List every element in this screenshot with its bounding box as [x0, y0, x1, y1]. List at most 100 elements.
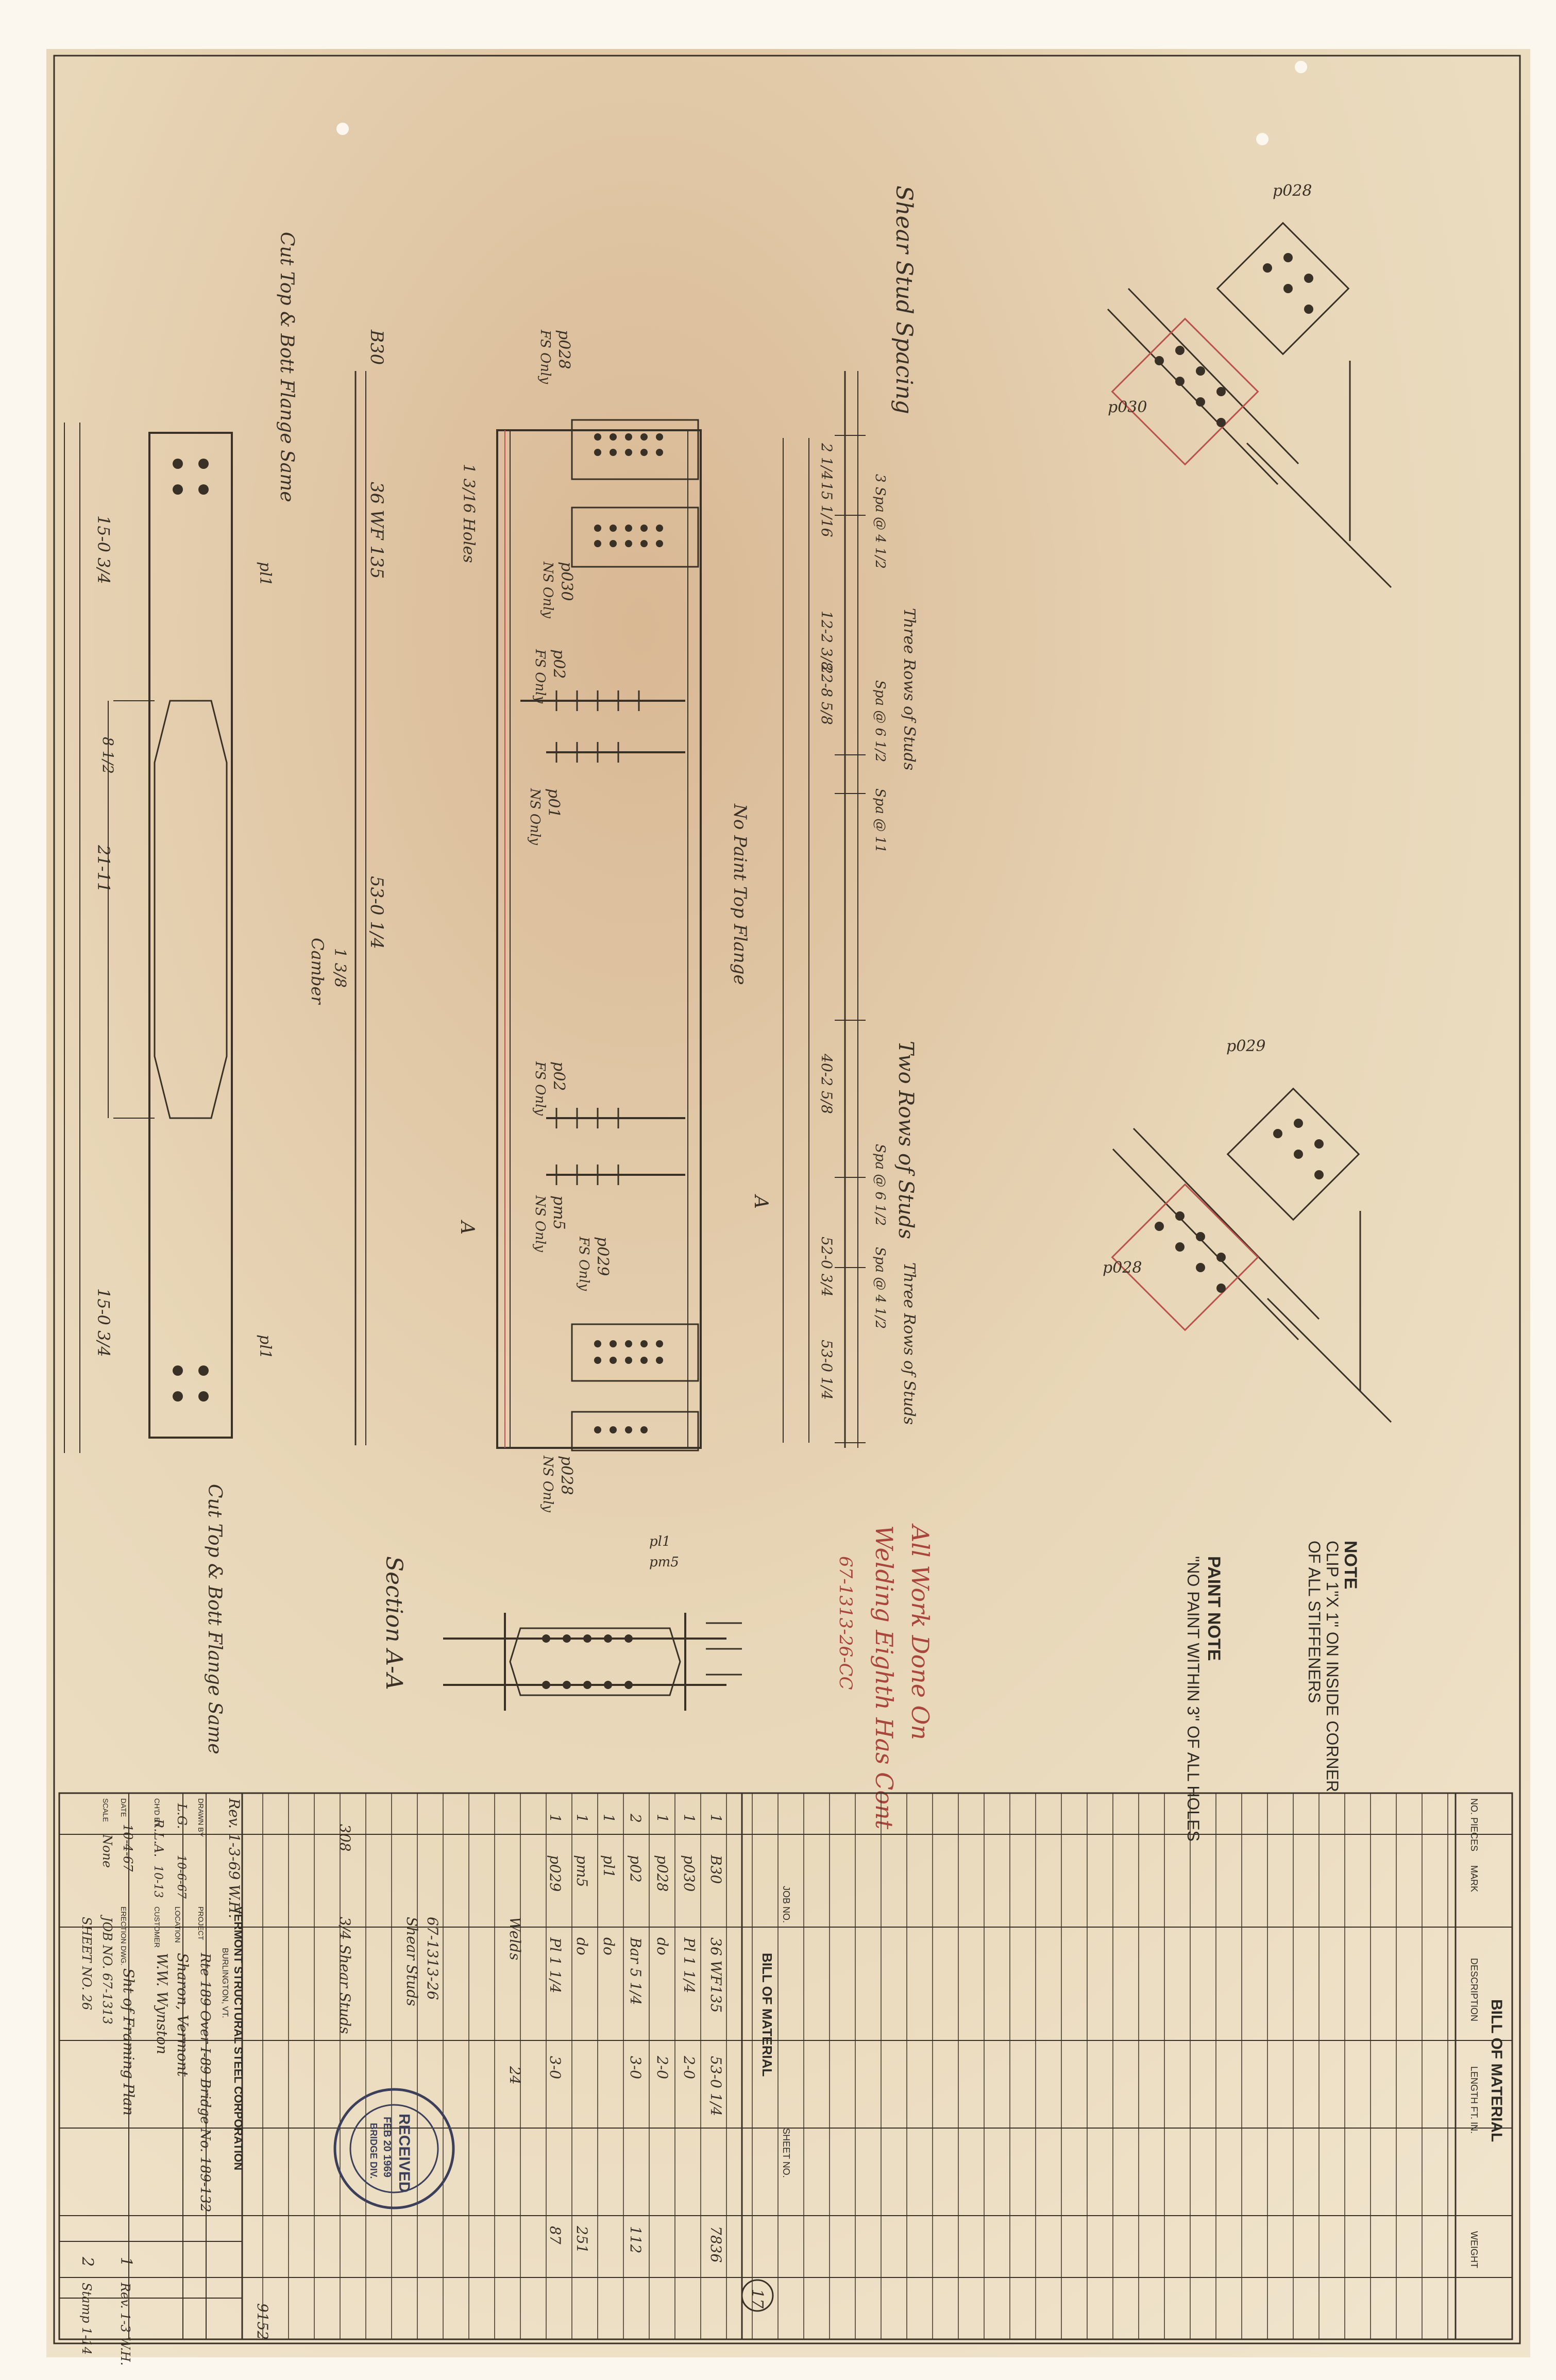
piece-p28-top-sub: FS Only: [537, 329, 553, 384]
red-note-2: Welding Eighth Has Cont: [870, 1525, 898, 1830]
section-aa-label: Section A-A: [381, 1556, 407, 1690]
bom-header-desc: DESCRIPTION: [1469, 1958, 1479, 2021]
drawing-border: [53, 55, 1521, 2344]
bom-cell-mark: p029: [547, 1855, 564, 1892]
bom-cell-wt: 251: [573, 2225, 590, 2253]
stamp-sub: BRIDGE DIV.: [368, 2123, 379, 2179]
bom-studs-ref: 67-1313-26: [424, 1917, 441, 2000]
bom-studs-label: Shear Studs: [403, 1917, 420, 2006]
stamp-date: FEB 20 1969: [381, 2117, 393, 2178]
job-number: JOB NO. 67-1313: [100, 1914, 114, 2024]
bom-header-mark: MARK: [1469, 1865, 1479, 1892]
piece-p2-b-sub: FS Only: [532, 1061, 548, 1116]
bom-cell-len: 2-0: [681, 2055, 698, 2079]
revision-note: Rev. 1-3-69 W.H.: [226, 1798, 243, 1918]
camber-label: Camber: [308, 938, 327, 1005]
note-body-1: CLIP 1"X 1" ON INSIDE CORNER: [1323, 1541, 1342, 1792]
connection-detail-upper: p030 p028: [1107, 182, 1392, 588]
piece-p1: p01: [545, 788, 563, 818]
section-arrow-a2: A: [750, 1194, 771, 1209]
bom-header-length: LENGTH FT. IN.: [1469, 2066, 1479, 2134]
bom-cell-mark: B30: [707, 1854, 724, 1884]
bom-cell-desc: Bar 5 1/4: [627, 1937, 644, 2005]
bom-cell-desc: Pl 1 1/4: [547, 1937, 564, 1993]
bottom-flange-plan: 8 1/2 pl1 pl1: [64, 423, 274, 1453]
piece-p29: p029: [594, 1237, 612, 1276]
punch-hole: [1256, 133, 1269, 145]
detail-lower-piece-b: p028: [1103, 1259, 1142, 1277]
dim-top-5: 40-2 5/8: [818, 1053, 835, 1114]
bom-sheet-no-label: SHEET NO.: [781, 2128, 791, 2178]
section-dim-pl1: pl1: [649, 1534, 671, 1549]
stud-spacing-1: 3 Spa @ 4 1/2: [872, 474, 888, 569]
title-block: VERMONT STRUCTURAL STEEL CORPORATION BUR…: [59, 1793, 245, 2366]
bom-cell-wt: 7836: [707, 2226, 724, 2263]
section-dim-pm5: pm5: [649, 1555, 679, 1570]
section-arrow-a1: A: [456, 1220, 478, 1235]
section-aa-view: pl1 pm5: [443, 1534, 742, 1711]
revision-no-2: 2: [78, 2256, 96, 2267]
paint-note-title: PAINT NOTE: [1204, 1556, 1224, 1661]
red-note-3: 67-1313-26-CC: [835, 1556, 856, 1690]
checked-by-label: CH'D BY: [153, 1798, 161, 1827]
bom-cell-desc: 36 WF135: [707, 1937, 724, 2013]
bom-cell-mark: pl1: [600, 1855, 617, 1878]
piece-p28-top: p028: [555, 330, 573, 369]
drawing-paper: [46, 49, 1530, 2357]
piece-p30: p030: [557, 562, 576, 601]
piece-p28-bot-sub: NS Only: [540, 1455, 555, 1512]
bom-welds-value: 24: [506, 2066, 523, 2085]
bom-title-left: BILL OF MATERIAL: [759, 1953, 775, 2077]
beam-elevation-view: Shear Stud Spacing Two Rows of Studs Thr…: [94, 185, 918, 1754]
dim-top-2: 15 1/16: [818, 482, 835, 537]
customer-value: W.W. Wynston: [154, 1953, 171, 2054]
bill-of-material: BILL OF MATERIAL NO. PIECES MARK DESCRIP…: [58, 1792, 1513, 2340]
bom-cell-wt: 87: [547, 2226, 564, 2244]
drawn-by-value: L.G.: [175, 1803, 189, 1829]
piece-p29-sub: FS Only: [576, 1236, 591, 1291]
shear-stud-spacing-label: Shear Stud Spacing: [891, 185, 917, 414]
checked-by-value: R.L.A.: [151, 1818, 166, 1857]
erection-dwg-label: ERECTION DWG.: [120, 1906, 128, 1965]
drawn-by-label: DRAWN BY: [197, 1798, 205, 1837]
three-rows-studs-label-a: Three Rows of Studs: [900, 608, 918, 770]
two-rows-studs-label: Two Rows of Studs: [894, 1041, 918, 1239]
piece-p30-sub: NS Only: [540, 561, 555, 618]
bom-cell-wt: 112: [627, 2226, 644, 2253]
bom-cell-qty: 1: [547, 1814, 564, 1823]
sheet-number: SHEET NO. 26: [79, 1917, 94, 2010]
bottom-flange-dim: 8 1/2: [99, 737, 116, 774]
bom-cell-desc: Pl 1 1/4: [681, 1937, 698, 1993]
bom-cell-len: 3-0: [547, 2056, 564, 2079]
piece-pm5: pm5: [550, 1195, 568, 1230]
three-rows-studs-label-b: Three Rows of Studs: [900, 1262, 918, 1425]
piece-p1-sub: NS Only: [527, 788, 543, 845]
checked-date: 10-13: [151, 1865, 164, 1898]
date-label: DATE: [120, 1798, 128, 1817]
detail-upper-piece-b: p028: [1273, 182, 1312, 200]
red-notes: All Work Done On Welding Eighth Has Cont…: [835, 1523, 934, 1830]
red-note-1: All Work Done On: [906, 1523, 934, 1740]
piece-p2-a: p02: [550, 649, 568, 679]
bom-studs-count: 308: [336, 1824, 353, 1851]
overall-length-dim: 53-0 1/4: [366, 876, 387, 949]
detail-lower-piece-a: p029: [1226, 1037, 1265, 1055]
bom-cell-qty: 1: [707, 1814, 724, 1823]
dim-top-4: 22-8 5/8: [818, 664, 835, 725]
customer-label: CUSTOMER: [153, 1906, 161, 1948]
piece-p28-bot: p028: [557, 1456, 576, 1495]
sheet-circle-number: 17: [748, 2289, 766, 2309]
company-name: VERMONT STRUCTURAL STEEL CORPORATION: [232, 1906, 245, 2170]
stamp-text: RECEIVED: [396, 2114, 413, 2192]
stud-spacing-3: Spa @ 11: [872, 788, 888, 853]
holes-note: 1 3/16 Holes: [460, 464, 478, 563]
bom-cell-desc: do: [573, 1937, 590, 1955]
location-value: Sharon, Vermont: [174, 1953, 191, 2077]
cut-flange-note-right: Cut Top & Bott Flange Same: [204, 1484, 225, 1754]
dim-top-3: 12-2 3/8: [818, 611, 835, 671]
bom-studs-desc: 3/4 Shear Studs: [336, 1917, 353, 2034]
detail-upper-piece-a: p030: [1108, 398, 1147, 416]
bom-header-pieces: NO. PIECES: [1469, 1798, 1479, 1851]
stud-spacing-2: Spa @ 6 1/2: [872, 680, 888, 762]
date-value: 10-4-67: [121, 1824, 135, 1872]
